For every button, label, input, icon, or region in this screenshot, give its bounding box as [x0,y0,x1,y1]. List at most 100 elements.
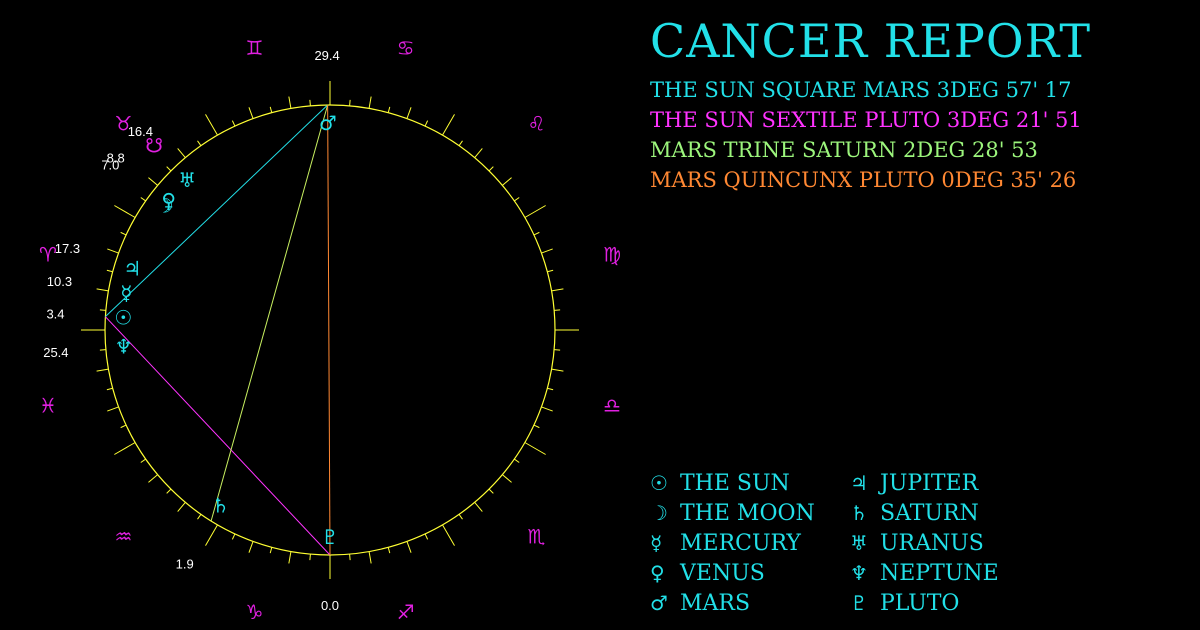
venus-icon: ♀ [650,561,665,585]
zodiac-wheel: ♈♉♊♋♌♍♎♏♐♑♒♓ ☉3.4☿10.3♃17.3☽7.0♀8.8♅16.4… [39,36,621,624]
legend-label: MERCURY [680,530,801,556]
minor-tick [349,554,351,561]
saturn-degree-label: 1.9 [176,556,194,571]
minor-tick [424,120,429,127]
jupiter-icon: ♃ [850,471,868,495]
legend-item-jupiter: ♃JUPITER [850,468,999,498]
minor-tick [197,140,202,146]
major-tick [442,524,455,546]
sun-degree-label: 3.4 [46,307,64,322]
minor-tick [99,349,106,351]
legend-label: VENUS [680,560,765,586]
minor-tick [541,248,553,254]
aquarius-icon: ♒ [115,524,133,548]
minor-tick [288,96,292,109]
aspect-line-sun-mars [105,104,328,318]
minor-tick [99,309,106,311]
neptune-degree-label: 25.4 [43,345,68,360]
gemini-icon: ♊ [245,36,263,60]
minor-tick [197,514,202,520]
major-tick [524,442,546,455]
neptune-icon: ♆ [115,335,133,359]
moon-icon: ☽ [156,193,174,217]
uranus-icon: ♅ [850,531,868,555]
minor-tick [424,533,429,540]
jupiter-icon: ♃ [123,256,141,280]
legend-item-saturn: ♄SATURN [850,498,999,528]
venus-icon: ♀ [161,188,176,212]
aspect-line-sun-square-mars: THE SUN SQUARE MARS 3DEG 57' 17 [650,78,1072,102]
minor-tick [120,231,127,236]
moon-icon: ☽ [650,501,668,525]
sun-icon: ☉ [650,471,668,495]
minor-tick [140,458,146,463]
sagittarius-icon: ♐ [397,600,415,624]
minor-tick [166,166,172,172]
mars-icon: ♂ [319,111,337,135]
minor-tick [547,269,554,273]
minor-tick [458,514,463,520]
minor-tick [458,140,463,146]
aspect-line-mars-pluto [327,105,331,556]
planet-legend-left: ☉ THE SUN ☽ THE MOON ☿ MERCURY ♀ VENUS ♂MARS [650,468,815,618]
minor-tick [140,197,146,202]
aspect-line-sun-pluto [105,316,331,556]
libra-icon: ♎ [603,394,621,418]
aries-icon: ♈ [39,242,57,266]
capricorn-icon: ♑ [245,600,263,624]
mars-icon: ♂ [650,591,668,615]
minor-tick [551,368,564,372]
cancer-icon: ♋ [397,36,415,60]
aspect-line-sun-sextile-pluto: THE SUN SEXTILE PLUTO 3DEG 21' 51 [650,108,1082,132]
minor-tick [148,474,158,483]
minor-tick [488,488,494,494]
minor-tick [177,502,186,512]
legend-label: NEPTUNE [880,560,999,586]
major-tick [205,114,218,136]
minor-tick [107,248,119,254]
minor-tick [514,197,520,202]
aspect-line-mars-quincunx-pluto: MARS QUINCUNX PLUTO 0DEG 35' 26 [650,168,1077,192]
legend-item-pluto: ♇PLUTO [850,588,999,618]
minor-tick [474,502,483,512]
minor-tick [554,309,561,311]
minor-tick [309,554,311,561]
degree-ticks [81,81,579,579]
minor-tick [269,106,273,113]
report-title: CANCER REPORT [650,14,1092,68]
minor-tick [502,474,512,483]
legend-label: THE SUN [680,470,790,496]
minor-tick [488,166,494,172]
minor-tick [547,387,554,391]
legend-item-venus: ♀ VENUS [650,558,815,588]
legend-label: URANUS [880,530,984,556]
major-tick [114,442,136,455]
minor-tick [406,541,412,553]
aspect-lines [105,104,331,556]
mercury-icon: ☿ [120,281,132,305]
pisces-icon: ♓ [39,394,57,418]
minor-tick [474,148,483,158]
minor-tick [106,269,113,273]
minor-tick [177,148,186,158]
minor-tick [231,120,236,127]
legend-item-mars: ♂MARS [650,588,815,618]
minor-tick [387,106,391,113]
legend-label: THE MOON [680,500,815,526]
minor-tick [248,541,254,553]
minor-tick [533,231,540,236]
mercury-icon: ☿ [650,531,663,555]
aspect-line-mars-trine-saturn: MARS TRINE SATURN 2DEG 28' 53 [650,138,1038,162]
legend-item-sun: ☉ THE SUN [650,468,815,498]
minor-tick [551,288,564,292]
pluto-degree-label: 0.0 [321,598,339,613]
minor-tick [349,99,351,106]
jupiter-degree-label: 17.3 [55,241,80,256]
legend-item-neptune: ♆NEPTUNE [850,558,999,588]
pluto-icon: ♇ [850,591,868,615]
legend-item-mercury: ☿ MERCURY [650,528,815,558]
minor-tick [368,551,372,564]
minor-tick [533,424,540,429]
venus-degree-label: 8.8 [107,151,125,166]
taurus-icon: ♉ [115,112,133,136]
